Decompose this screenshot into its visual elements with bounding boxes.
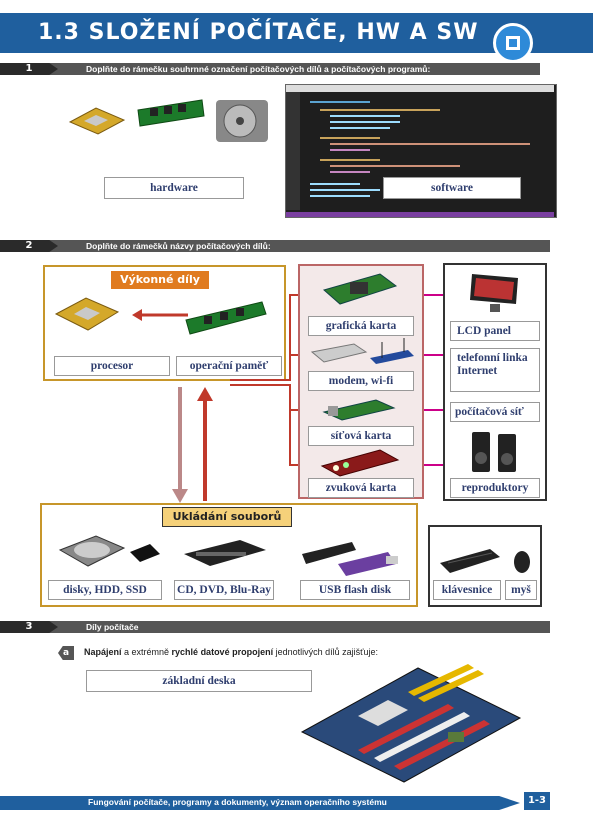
section-2-number: 2 — [0, 240, 58, 252]
input-frame — [428, 525, 542, 607]
sound-card-picture — [318, 446, 404, 478]
memory-picture — [184, 298, 268, 338]
section-1-bar — [0, 63, 540, 75]
answer-software: software — [383, 177, 521, 199]
section-1-instruction: Doplňte do rámečku souhrnné označení poč… — [86, 64, 431, 74]
motherboard-picture — [298, 662, 524, 786]
label-memory: operační paměť — [176, 356, 282, 376]
label-mouse: myš — [505, 580, 537, 600]
label-disks: disky, HDD, SSD — [48, 580, 162, 600]
sentence-part-2: a extrémně — [121, 647, 172, 657]
processor-picture — [52, 292, 122, 334]
footer-bar — [0, 796, 520, 810]
label-lcd: LCD panel — [450, 321, 540, 341]
cpu-picture — [66, 104, 126, 136]
sentence-bold-2: rychlé datové propojení — [171, 647, 274, 657]
page-number: 1-3 — [524, 792, 550, 810]
label-computer-network: počítačová síť — [450, 402, 540, 422]
graphics-card-picture — [320, 270, 400, 308]
disks-picture — [56, 530, 166, 574]
answer-motherboard: základní deska — [86, 670, 312, 692]
label-processor: procesor — [54, 356, 170, 376]
footer-text: Fungování počítače, programy a dokumenty… — [88, 797, 387, 807]
keyboard-picture — [438, 545, 502, 575]
sentence-part-4: jednotlivých dílů zajišťuje: — [273, 647, 379, 657]
answer-hardware: hardware — [104, 177, 244, 199]
hdd-picture — [212, 96, 272, 146]
arrows-vertical — [172, 387, 213, 503]
optical-drive-picture — [180, 534, 270, 574]
section-3-bar — [0, 621, 550, 633]
section-2-bar — [0, 240, 550, 252]
speakers-picture — [466, 428, 526, 474]
usb-picture — [298, 538, 408, 578]
label-phone-internet: telefonní linka Internet — [450, 348, 540, 392]
page-title: 1.3 SLOŽENÍ POČÍTAČE, HW A SW — [38, 20, 479, 45]
label-sound-card: zvuková karta — [308, 478, 414, 498]
mouse-picture — [508, 548, 534, 574]
lcd-picture — [468, 270, 522, 314]
label-modem: modem, wi-fi — [308, 371, 414, 391]
label-usb: USB flash disk — [300, 580, 410, 600]
storage-frame — [40, 503, 418, 607]
item-a-marker: a — [58, 646, 74, 660]
network-card-picture — [320, 394, 400, 424]
ram-picture — [136, 96, 206, 132]
storage-label: Ukládání souborů — [162, 507, 292, 527]
label-keyboard: klávesnice — [433, 580, 501, 600]
performance-label: Výkonné díly — [110, 270, 210, 290]
chip-icon — [493, 23, 533, 63]
sentence-bold-1: Napájení — [84, 647, 122, 657]
item-a-sentence: Napájení a extrémně rychlé datové propoj… — [84, 647, 378, 657]
label-speakers: reproduktory — [450, 478, 540, 498]
outputs-frame — [443, 263, 547, 501]
arrow-memory-to-cpu — [132, 309, 188, 321]
section-2-instruction: Doplňte do rámečků názvy počítačových dí… — [86, 241, 271, 251]
label-network-card: síťová karta — [308, 426, 414, 446]
label-optical: CD, DVD, Blu-Ray — [174, 580, 274, 600]
label-graphics-card: grafická karta — [308, 316, 414, 336]
modem-picture — [308, 338, 418, 368]
section-3-heading: Díly počítače — [86, 622, 139, 632]
section-1-number: 1 — [0, 63, 58, 75]
performance-frame — [43, 265, 286, 381]
section-3-number: 3 — [0, 621, 58, 633]
